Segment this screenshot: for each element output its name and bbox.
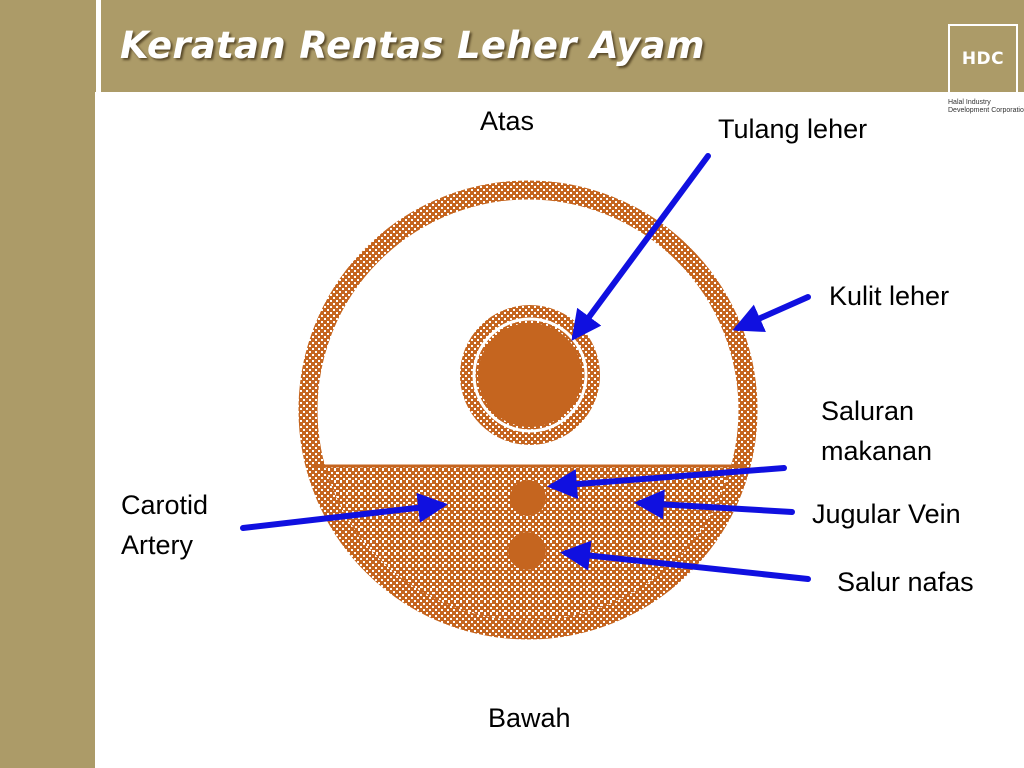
hdc-logo-text: HDC <box>961 49 1005 69</box>
slide-title: Keratan Rentas Leher Ayam <box>120 24 705 67</box>
title-bar <box>0 0 1024 92</box>
label-bottom: Bawah <box>488 703 571 733</box>
neck-bone <box>460 305 600 445</box>
label-carotid-artery: Carotid Artery <box>121 490 209 560</box>
neck-skin-ring <box>298 180 758 640</box>
arrow-trachea <box>560 540 811 582</box>
esophagus <box>510 480 546 516</box>
label-top: Atas <box>480 106 535 136</box>
label-neck-bone: Tulang leher <box>718 114 868 144</box>
title-divider <box>96 0 101 92</box>
band-corner-block <box>95 92 101 170</box>
label-jugular-vein: Jugular Vein <box>812 499 961 529</box>
arrow-neck-skin <box>732 294 811 332</box>
trachea <box>508 532 546 570</box>
label-neck-skin: Kulit leher <box>829 281 950 311</box>
label-trachea: Salur nafas <box>837 567 974 597</box>
arrow-jugular-vein <box>634 489 795 520</box>
label-esophagus: Saluran makanan <box>821 396 933 466</box>
hdc-logo: HDC <box>948 24 1018 94</box>
arrow-carotid-artery <box>240 492 448 531</box>
arrow-esophagus <box>547 465 787 500</box>
arrow-neck-bone <box>571 153 711 341</box>
left-decor-band <box>0 0 95 768</box>
label-arrows <box>240 153 811 582</box>
hdc-logo-caption: Halal Industry Development Corporation <box>948 99 1024 114</box>
